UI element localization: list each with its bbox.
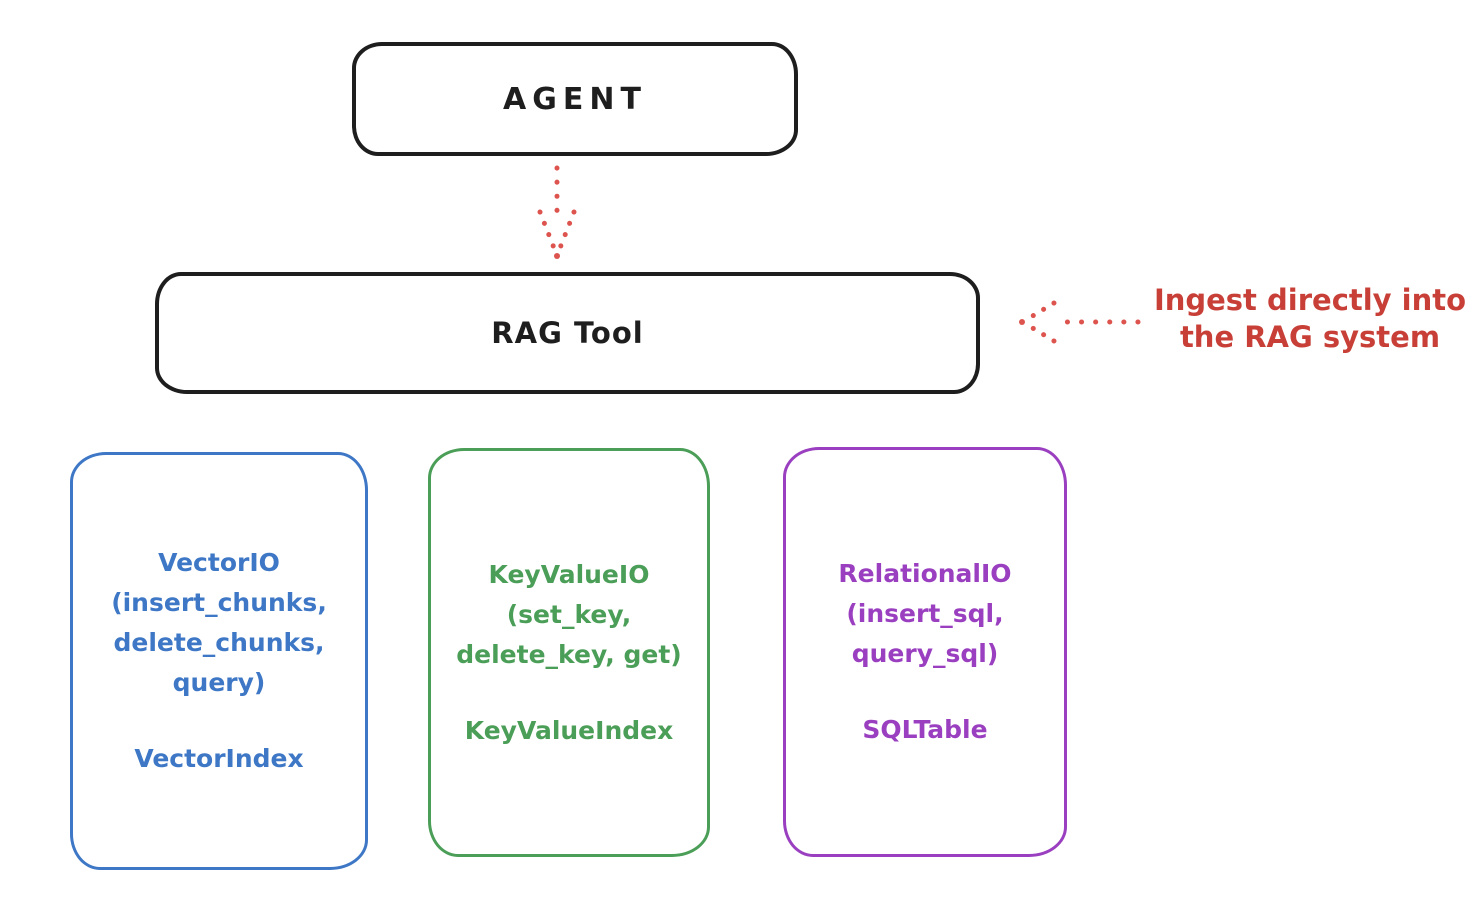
relational-io-box: RelationalIO (insert_sql, query_sql) SQL… xyxy=(783,447,1067,857)
sql-table-label: SQLTable xyxy=(862,715,988,744)
relational-io-methods-line: query_sql) xyxy=(851,639,999,668)
rag-tool-box: RAG Tool xyxy=(155,272,980,394)
keyvalue-io-box: KeyValueIO (set_key, delete_key, get) Ke… xyxy=(428,448,710,857)
vector-io-title: VectorIO xyxy=(158,548,280,577)
ingest-annotation-line: the RAG system xyxy=(1179,320,1441,354)
rag-tool-label: RAG Tool xyxy=(491,316,644,350)
keyvalue-io-methods-line: delete_key, get) xyxy=(456,639,682,669)
ingest-annotation-dotted-arrow-icon xyxy=(1019,300,1141,344)
agent-label: AGENT xyxy=(503,81,647,117)
keyvalue-io-methods-line: (set_key, xyxy=(506,599,632,629)
vector-io-methods-line: (insert_chunks, xyxy=(111,588,327,617)
agent-box: AGENT xyxy=(352,42,798,156)
relational-io-methods-line: (insert_sql, xyxy=(846,599,1004,628)
relational-io-title: RelationalIO xyxy=(838,559,1012,588)
vector-io-methods-line: delete_chunks, xyxy=(113,628,325,657)
vector-io-methods-line: query) xyxy=(172,668,266,697)
keyvalue-io-title: KeyValueIO xyxy=(488,559,650,589)
ingest-annotation: Ingest directly into the RAG system xyxy=(1140,282,1480,356)
agent-to-rag-dotted-arrow-icon xyxy=(537,165,577,259)
keyvalue-index-label: KeyValueIndex xyxy=(464,715,674,745)
vector-index-label: VectorIndex xyxy=(134,744,304,773)
ingest-annotation-line: Ingest directly into xyxy=(1153,283,1467,317)
vector-io-box: VectorIO (insert_chunks, delete_chunks, … xyxy=(70,452,368,870)
